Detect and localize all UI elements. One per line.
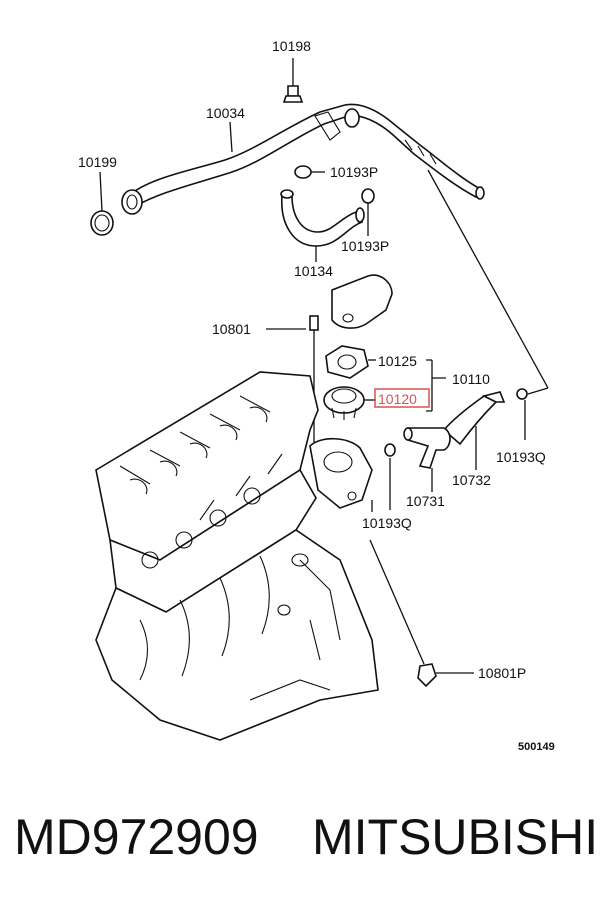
water-pipe-10034 <box>121 103 485 215</box>
label-10125: 10125 <box>378 353 417 369</box>
label-10120: 10120 <box>378 391 417 407</box>
diagram-code: 500149 <box>518 741 555 753</box>
water-outlet-fitting <box>331 274 393 329</box>
label-10198: 10198 <box>272 38 311 54</box>
footer: MD972909 MITSUBISHI <box>0 800 600 880</box>
label-10731: 10731 <box>406 493 445 509</box>
hose-10134 <box>280 189 365 247</box>
label-10110: 10110 <box>452 371 490 387</box>
bypass-fitting-10732 <box>442 388 528 470</box>
thermostat-10120 <box>323 386 376 420</box>
label-10193Q-left: 10193Q <box>362 515 412 531</box>
label-10034: 10034 <box>206 105 245 121</box>
label-10732: 10732 <box>452 472 491 488</box>
engine-block <box>95 371 379 741</box>
label-10801: 10801 <box>212 321 251 337</box>
sensor-10801P <box>369 539 474 688</box>
label-10193P-upper: 10193P <box>330 164 378 180</box>
o-ring-10199 <box>90 171 114 236</box>
label-10193Q-right: 10193Q <box>496 449 546 465</box>
label-10134: 10134 <box>294 263 333 279</box>
gasket-10125 <box>325 345 376 379</box>
bolt-10198 <box>282 58 304 103</box>
parts-diagram: 10198 10034 10199 10193P 10193P 10134 10… <box>78 38 555 753</box>
brand-name: MITSUBISHI <box>312 809 599 865</box>
label-10193P-lower: 10193P <box>341 238 389 254</box>
clamp-10193P-upper <box>294 165 325 179</box>
clamp-10193Q-left <box>384 443 396 510</box>
label-10199: 10199 <box>78 154 117 170</box>
clamp-10193P-lower <box>361 188 375 236</box>
label-10120-highlight: 10120 <box>374 388 430 408</box>
pipe-10731 <box>403 427 451 492</box>
label-10801P: 10801P <box>478 665 526 681</box>
part-number: MD972909 <box>14 809 259 865</box>
